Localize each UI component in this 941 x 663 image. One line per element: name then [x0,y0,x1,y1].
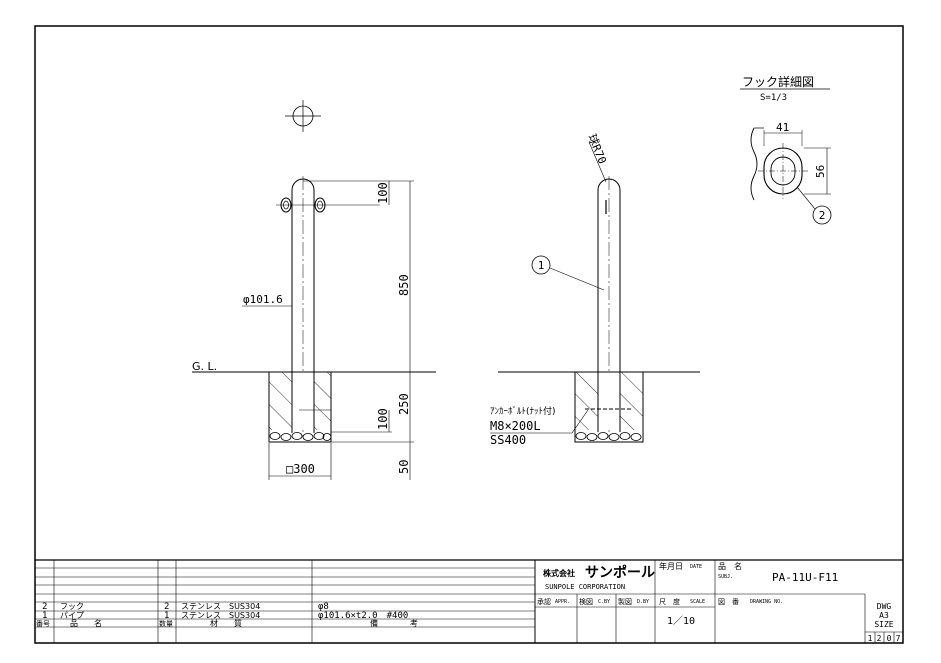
code-digit-3: 0 [887,634,892,643]
dwg-en: DRAWING NO. [750,599,783,605]
base-size-label: □300 [286,462,315,476]
title-block-text: 株式会社 サンポール SUNPOLE CORPORATION 年月日 DATE … [537,561,901,643]
drawn-en: D.BY [637,599,649,605]
vertical-dimensions [303,180,414,480]
dim-height: 850 [397,274,411,296]
side-foundation-outline [574,371,644,443]
parts-table [35,559,903,643]
pipe-outline [291,178,315,373]
product-name: PA-11U-F11 [772,571,838,584]
title-block [535,560,903,643]
balloon-2 [812,205,832,225]
company-kana: 株式会社 [543,568,575,578]
gravel-base [269,432,332,441]
name-label: 品 名 [718,561,742,571]
drawn-label: 製図 [618,597,632,606]
balloon-1 [531,255,551,275]
top-radius-label: 球R70 [585,132,610,166]
parts-table-text: 2 フック 2 ステンレス SUS304 φ8 1 パイプ 1 ステンレス SU… [36,602,418,628]
code-digit-2: 2 [877,634,882,643]
scale-en: SCALE [690,599,705,605]
side-view: 球R70 1 ｱﾝｶｰﾎﾞﾙﾄ(ﾅｯﾄ付) M8×200L SS400 [490,132,700,447]
hook-detail: フック詳細図 S=1/3 41 56 2 [740,74,832,225]
row-1-no: 1 [42,611,47,621]
foundation-outline [268,371,332,443]
row-1-name: パイプ [60,611,84,620]
approved-label: 承認 [537,597,551,606]
size-line-2: A3 [879,611,889,620]
code-digit-1: 1 [868,634,873,643]
name-label-en: SUBJ. [718,574,733,580]
dim-embed: 250 [397,393,411,415]
section-symbol-icon [285,100,321,132]
header-remarks: 備 考 [370,618,418,628]
row-2-remarks: φ8 [318,602,329,612]
size-line-3: SIZE [874,620,893,629]
balloon-1-number: 1 [538,259,545,272]
pipe-diameter-label: φ101.6 [243,293,283,306]
balloon-2-number: 2 [819,209,826,222]
header-no: 番号 [36,620,50,628]
detail-wall-break [750,127,758,201]
dim-base: 50 [397,460,411,474]
row-2-qty: 2 [164,602,169,612]
company-en: SUNPOLE CORPORATION [545,583,625,591]
code-digit-4: 7 [896,634,901,643]
row-1-material: ステンレス SUS304 [181,611,260,620]
detail-scale: S=1/3 [760,93,787,103]
dwg-label: 図 番 [718,598,739,606]
row-2-material: ステンレス SUS304 [181,602,260,611]
row-1-remarks: φ101.6×t2.0 #400 [318,611,408,621]
approved-en: APPR. [555,599,570,605]
dim-top: 100 [376,182,390,204]
front-view: G. L. 100 850 250 100 [192,100,436,480]
row-2-name: フック [60,602,84,611]
row-2-no: 2 [42,602,47,612]
check-label: 検図 [579,597,593,606]
scale-label: 尺 度 [659,597,680,606]
date-label-en: DATE [690,564,702,570]
date-label: 年月日 [659,561,683,571]
detail-title: フック詳細図 [742,74,814,89]
row-1-qty: 1 [164,611,169,621]
check-en: C.BY [598,599,610,605]
detail-height-dim: 56 [814,165,827,178]
header-name: 品 名 [70,618,102,628]
anchor-material: SS400 [490,433,526,447]
drawing-border [34,25,904,644]
detail-width-dim: 41 [776,121,789,134]
side-pipe-outline [597,178,621,373]
gl-label: G. L. [192,360,217,373]
anchor-size: M8×200L [490,419,541,433]
dim-inner: 100 [376,408,390,430]
header-material: 材 質 [210,618,242,628]
scale-value: 1／10 [667,615,695,627]
anchor-label: ｱﾝｶｰﾎﾞﾙﾄ(ﾅｯﾄ付) [490,406,556,417]
size-line-1: DWG [877,602,892,611]
header-qty: 数量 [159,619,173,628]
company-logo: サンポール [585,564,655,581]
